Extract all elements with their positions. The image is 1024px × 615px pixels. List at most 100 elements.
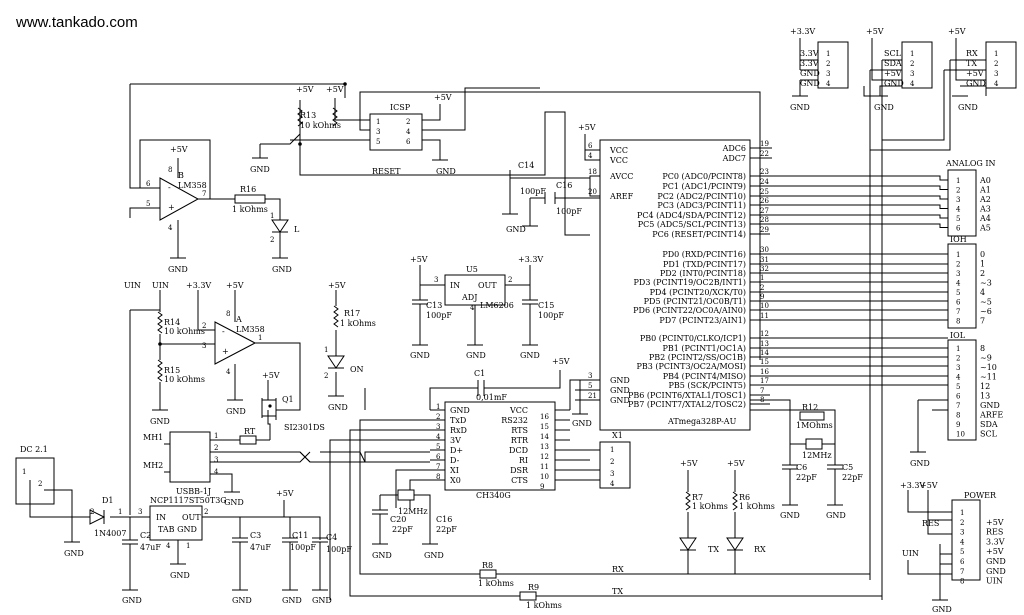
svg-text:+: +	[222, 347, 229, 356]
header-pin-label: A1	[979, 186, 991, 195]
mcu-pin-number: 10	[760, 302, 769, 310]
svg-text:100pF: 100pF	[538, 311, 564, 320]
svg-text:8: 8	[168, 166, 172, 174]
wire	[770, 175, 948, 181]
svg-text:POWER: POWER	[964, 491, 997, 500]
svg-text:C14: C14	[518, 161, 534, 170]
regulator-ncp1117: NCP1117ST50T3G IN OUT TAB GND 3 2 4 1	[138, 496, 227, 550]
ch340-pin-number: 4	[436, 433, 441, 441]
mcu-pin-number: 25	[760, 188, 769, 196]
svg-text:C6: C6	[796, 463, 807, 472]
svg-text:1: 1	[22, 468, 26, 476]
mcu-pin-name: PC0 (ADC0/PCINT8)	[662, 172, 746, 181]
svg-text:+: +	[168, 203, 175, 212]
mcu-pin-name: AREF	[609, 192, 634, 201]
mcu-pin-number: 29	[760, 226, 769, 234]
mcu-pin-name: ADC7	[722, 154, 746, 163]
header-pin-label: ~9	[980, 354, 992, 363]
svg-text:C16: C16	[436, 515, 452, 524]
mcu-pin-number: 3	[588, 372, 592, 380]
svg-text:1: 1	[610, 446, 614, 454]
mcu-pin-number: 21	[588, 392, 597, 400]
mcu-pin-number: 19	[760, 140, 769, 148]
svg-text:TX: TX	[966, 59, 977, 68]
reset-net-label: RESET	[372, 167, 401, 176]
header-pin-number: 4	[956, 280, 961, 288]
svg-text:L: L	[294, 225, 300, 234]
svg-text:TX: TX	[708, 545, 719, 554]
mcu-pin-number: 13	[760, 340, 769, 348]
mcu-pin-number: 31	[760, 256, 769, 264]
header-pin-number: 8	[956, 412, 960, 420]
header-pin-label: 8	[980, 344, 985, 353]
ch340-pin-name: X0	[450, 476, 461, 485]
svg-text:GND: GND	[910, 459, 930, 468]
svg-text:4: 4	[910, 80, 915, 88]
mcu-pin-name: PB1 (PCINT1/OC1A)	[663, 344, 746, 353]
regulator-u5: U5 IN OUT ADJ LM6206 3 2 4	[434, 265, 514, 312]
svg-text:U5: U5	[466, 265, 478, 274]
svg-text:-: -	[168, 183, 171, 192]
svg-text:C13: C13	[426, 301, 442, 310]
ch340-pin-name: XI	[450, 466, 459, 475]
mcu-pin-number: 30	[760, 246, 769, 254]
header-pin-label: 12	[980, 382, 990, 391]
svg-text:GND: GND	[272, 265, 292, 274]
svg-text:GND: GND	[800, 69, 820, 78]
header-pin-number: 1	[956, 345, 960, 353]
header-x1: X1 1 2 3 4	[599, 431, 631, 489]
mcu-pin-name: PC3 (ADC3/PCINT11)	[657, 201, 746, 210]
svg-text:+3.3V: +3.3V	[900, 481, 925, 490]
svg-text:GND: GND	[572, 419, 592, 428]
tx-net-label: TX	[612, 587, 623, 596]
svg-text:8: 8	[226, 310, 230, 318]
svg-text:C16: C16	[556, 181, 572, 190]
svg-text:10 kOhms: 10 kOhms	[164, 375, 205, 384]
svg-text:GND: GND	[232, 596, 252, 605]
svg-text:GND: GND	[250, 165, 270, 174]
ch340-pin-number: 2	[436, 413, 440, 421]
header-pin-label: 7	[980, 317, 985, 326]
ch340-pin-number: 3	[436, 423, 440, 431]
svg-text:R14: R14	[164, 318, 180, 327]
svg-text:C15: C15	[538, 301, 554, 310]
svg-text:+3.3V: +3.3V	[186, 281, 211, 290]
svg-text:+5V: +5V	[434, 93, 452, 102]
header-pin-label: A2	[979, 195, 991, 204]
header-pin-number: 7	[956, 402, 960, 410]
svg-text:1N4007: 1N4007	[94, 529, 126, 538]
svg-text:R12: R12	[802, 403, 818, 412]
header-pin-number: 9	[956, 421, 960, 429]
header-pin-number: 5	[956, 215, 960, 223]
header-pin-label: 4	[980, 288, 985, 297]
svg-text:+5V: +5V	[552, 357, 570, 366]
svg-text:6: 6	[146, 180, 151, 188]
header-pin-number: 4	[956, 206, 961, 214]
mcu-pin-name: VCC	[609, 146, 628, 155]
mcu-pin-number: 32	[760, 265, 769, 273]
svg-text:3: 3	[826, 70, 830, 78]
header-pin-number: 7	[956, 308, 960, 316]
svg-text:GND: GND	[372, 551, 392, 560]
ch340-pin-number: 1	[436, 403, 440, 411]
svg-text:3: 3	[910, 70, 914, 78]
svg-text:4: 4	[610, 480, 615, 488]
svg-text:5: 5	[146, 200, 150, 208]
header-pin-number: 1	[960, 509, 964, 517]
led-on	[327, 355, 345, 369]
ch340-pin-name: RTS	[511, 426, 528, 435]
svg-text:+5V: +5V	[262, 371, 280, 380]
svg-text:7: 7	[202, 190, 206, 198]
header-pin-label: SCL	[980, 430, 998, 439]
header-pin-number: 2	[956, 355, 960, 363]
svg-text:1 kOhms: 1 kOhms	[692, 502, 728, 511]
header-pin-label: 3.3V	[986, 537, 1005, 546]
svg-text:D1: D1	[102, 496, 114, 505]
wire	[770, 204, 948, 209]
svg-text:GND: GND	[506, 225, 526, 234]
ch340-pin-name: RxD	[450, 426, 467, 435]
svg-text:NCP1117ST50T3G: NCP1117ST50T3G	[150, 496, 227, 505]
svg-text:UIN: UIN	[152, 281, 169, 290]
